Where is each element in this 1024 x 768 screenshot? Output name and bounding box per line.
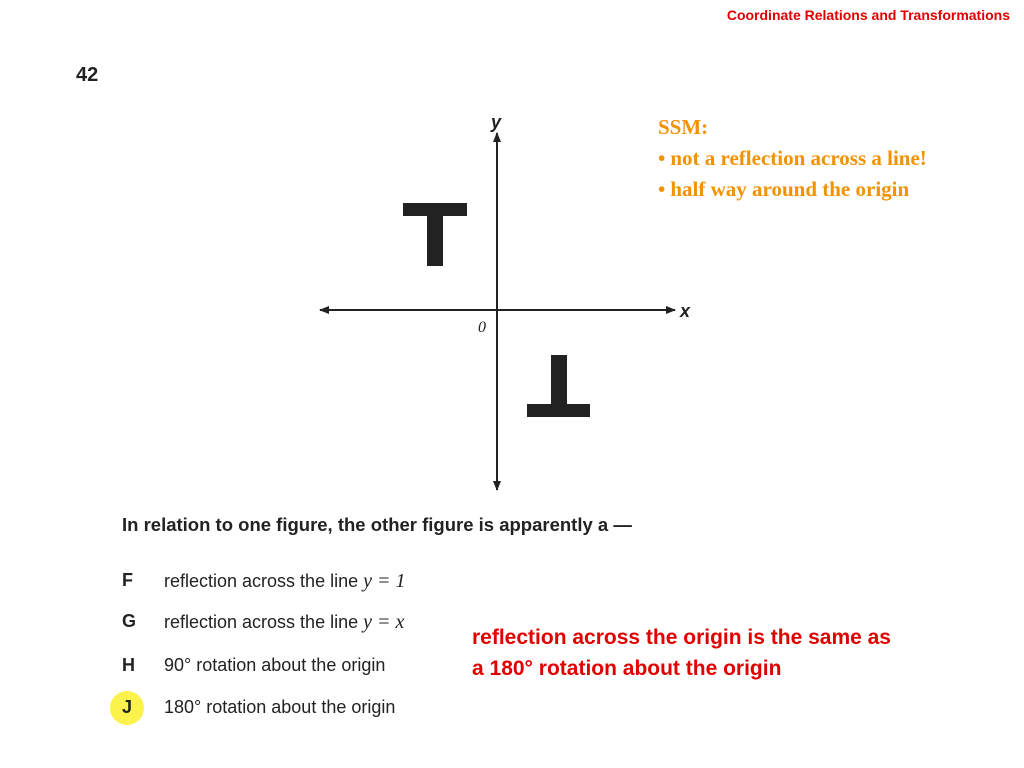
header-title: Coordinate Relations and Transformations [726, 7, 1010, 23]
choice-letter: G [122, 611, 137, 631]
explanation-line-2: a 180° rotation about the origin [472, 657, 782, 680]
ssm-note: SSM: not a reflection across a line! hal… [658, 112, 927, 205]
ssm-bullet-1: not a reflection across a line! [658, 143, 926, 174]
x-axis-label: x [679, 301, 691, 321]
choice-text: 180° rotation about the origin [164, 697, 396, 717]
choice-letter: F [122, 570, 133, 590]
question-prompt: In relation to one figure, the other fig… [122, 514, 632, 535]
explanation-line-1: reflection across the origin is the same… [472, 626, 891, 649]
choice-text: 90° rotation about the origin [164, 655, 386, 675]
choice-math: y = x [363, 611, 405, 633]
answer-highlight-circle [110, 691, 144, 725]
choice-math: y = 1 [363, 570, 406, 592]
choice-text: reflection across the line [164, 612, 364, 632]
explanation-note: reflection across the origin is the same… [472, 622, 891, 684]
upright-t-figure [403, 203, 467, 266]
question-number: 42 [76, 64, 99, 86]
y-axis-label: y [490, 112, 502, 132]
origin-label: 0 [478, 319, 486, 336]
choice-letter: H [122, 655, 135, 675]
choice-text: reflection across the line [164, 571, 364, 591]
ssm-title: SSM: [658, 115, 709, 139]
inverted-t-figure [527, 355, 590, 417]
choice-letter: J [122, 697, 133, 717]
ssm-bullet-2: half way around the origin [658, 174, 927, 205]
